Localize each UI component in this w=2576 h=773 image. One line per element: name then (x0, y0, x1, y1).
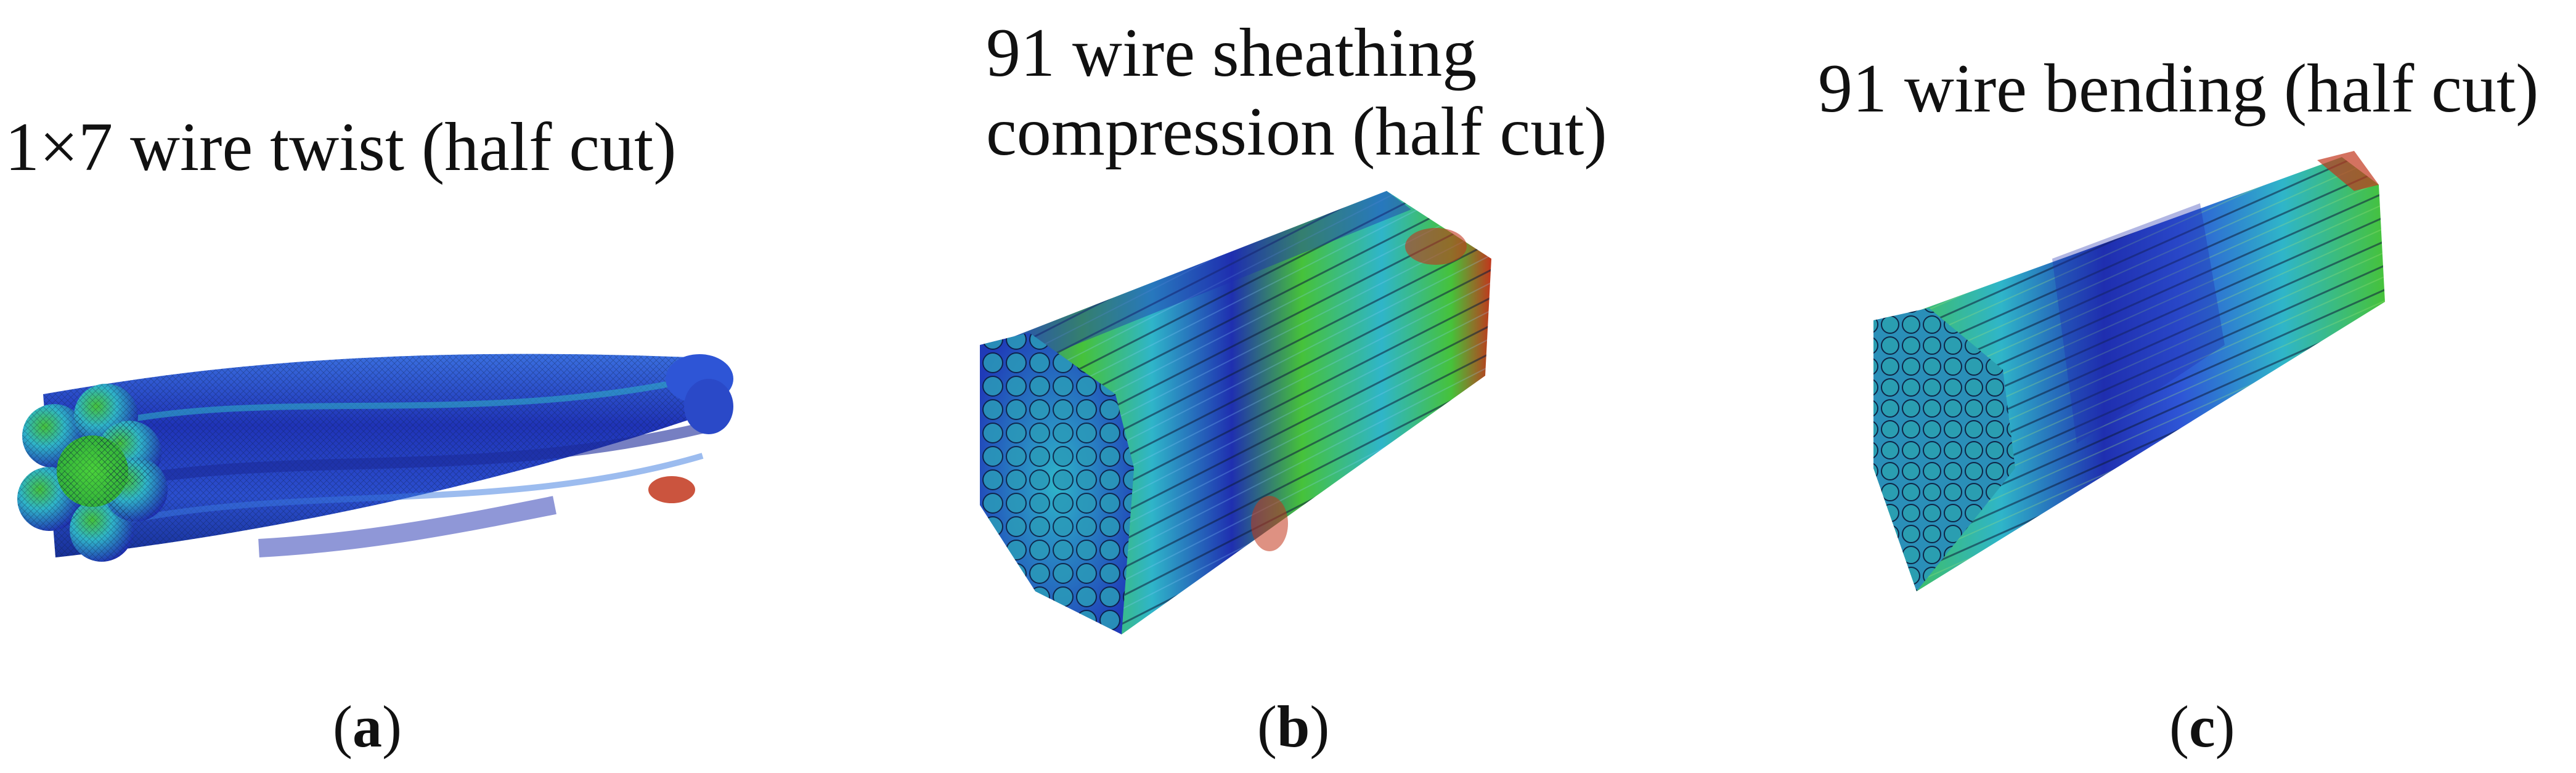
panel-c-caption-letter: c (2188, 694, 2215, 759)
panel-b-caption-letter: b (1276, 694, 1310, 759)
panel-b-title: 91 wire sheathing compression (half cut) (986, 14, 1607, 171)
panel-a-caption-letter: a (352, 694, 382, 759)
panel-c-caption: (c) (2169, 694, 2235, 759)
panel-b-caption: (b) (1257, 694, 1330, 759)
panel-a-title-line-1: 1×7 wire twist (half cut) (5, 109, 677, 185)
panel-b-title-line-1: 91 wire sheathing (986, 15, 1477, 91)
panel-c-fe-model-image (1873, 151, 2385, 591)
panel-a: 1×7 wire twist (half cut) (0, 0, 770, 773)
panel-a-caption: (a) (333, 694, 402, 759)
panel-b: 91 wire sheathing compression (half cut) (770, 0, 1670, 773)
panel-b-fe-model-image (980, 191, 1491, 634)
panel-c-title-line-1: 91 wire bending (half cut) (1818, 51, 2539, 127)
panel-c: 91 wire bending (half cut) (1670, 0, 2576, 773)
panel-a-fe-model-image (17, 354, 733, 562)
panel-a-title: 1×7 wire twist (half cut) (5, 108, 677, 187)
panel-b-title-line-2: compression (half cut) (986, 94, 1607, 170)
panel-c-title: 91 wire bending (half cut) (1818, 49, 2538, 128)
